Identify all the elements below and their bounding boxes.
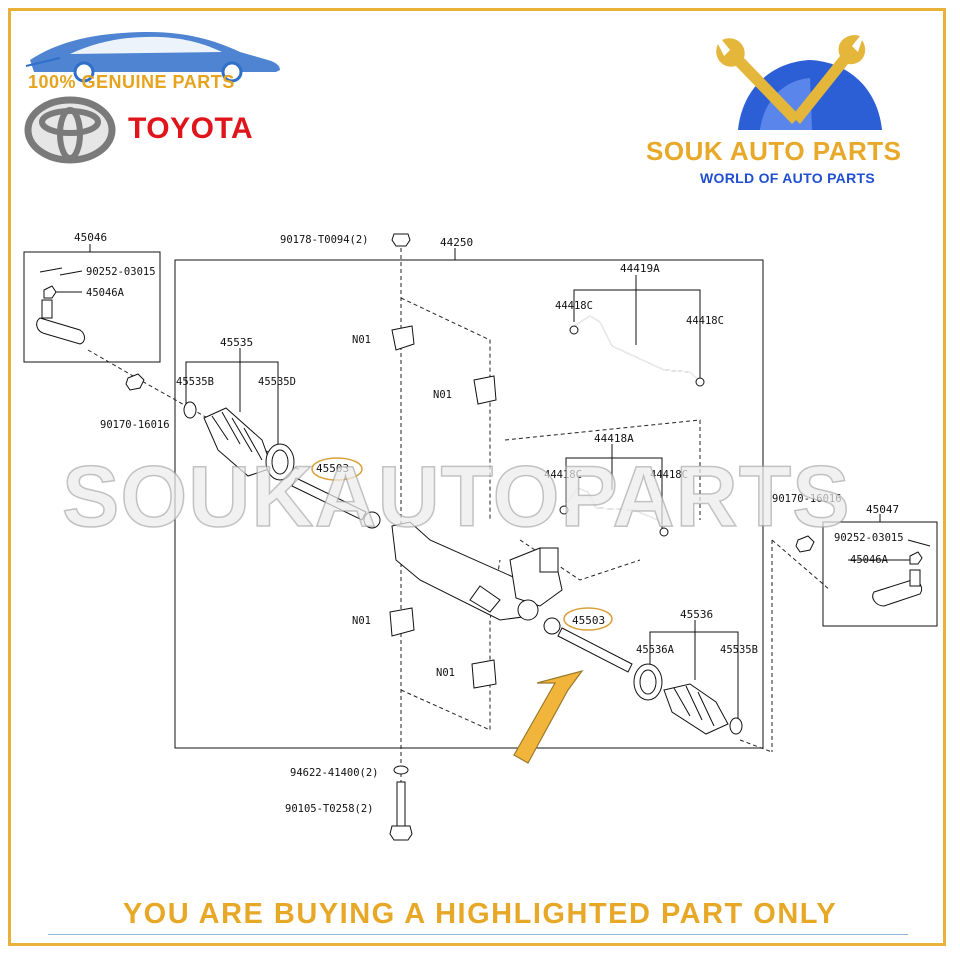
footer-notice: YOU ARE BUYING A HIGHLIGHTED PART ONLY [122,898,838,930]
union-c-label-4: 44418C [650,469,688,481]
callout-lines [56,270,931,720]
mount-icon [389,325,497,689]
nut-upper-right-icon [795,535,815,553]
nut-left-label: 45046A [86,287,125,299]
cotter-pin-right-label: 90252-03015 [834,532,904,544]
union-c-label-3: 44418C [544,469,582,481]
mount-label-2: N01 [433,389,452,401]
tube-set-a-icon [569,315,705,387]
nut-upper-right-label: 90170-16016 [772,493,842,505]
cotter-pin-left-label: 90252-03015 [86,266,156,278]
brand-name: TOYOTA [128,112,254,145]
clamp-right-large-icon [633,663,663,701]
left-tie-rod-end-icon [36,267,85,345]
clamp-right-label: 45535B [720,644,758,656]
clamp-left-label: 45535B [176,376,214,388]
boot-left-icon [203,407,273,477]
mount-label-3: N01 [352,615,371,627]
rack-end-lower-highlight [563,607,613,631]
rack-end-label-upper: 45503 [316,462,349,475]
clamp-left-icon [183,401,197,419]
assembly-label: 44250 [440,236,473,249]
steering-rack-housing-icon [391,521,563,621]
clamp-left-large-label: 45535D [258,376,296,388]
tube-set-b-label: 44418A [594,432,634,445]
highlight-arrow-icon [513,669,584,764]
clamp-right-large-label: 45536A [636,644,675,656]
tie-rod-end-left-label: 45046 [74,231,107,244]
clamp-left-large-icon [265,443,295,481]
rack-end-label-lower: 45503 [572,614,605,627]
boot-right-icon [663,683,729,735]
shop-name: SOUK AUTO PARTS [646,136,902,166]
boot-kit-left-label: 45535 [220,336,253,349]
assembly-box [174,259,764,749]
tube-set-a-label: 44419A [620,262,660,275]
bolt-bottom-label: 90105-T0258(2) [285,803,374,815]
tie-rod-end-right-label: 45047 [866,503,899,516]
washer-bottom-label: 94622-41400(2) [290,767,379,779]
footer-divider [48,934,908,935]
right-tie-rod-end-icon [872,551,923,607]
rack-end-upper-highlight [311,457,363,481]
toyota-emblem-icon [24,96,116,164]
souk-logo-icon [716,35,882,130]
union-c-label-2: 44418C [686,315,724,327]
image-frame [8,8,946,946]
washer-bottom-icon [393,765,409,775]
mount-label-4: N01 [436,667,455,679]
bolt-bottom-icon [389,781,413,841]
clamp-right-icon [729,717,743,735]
rack-end-left-icon [291,477,381,529]
boot-kit-right-label: 45536 [680,608,713,621]
bolt-top-label: 90178-T0094(2) [280,234,369,246]
rack-end-right-icon [543,617,633,673]
genuine-parts-tagline: 100% GENUINE PARTS [28,72,235,92]
shop-tagline: WORLD OF AUTO PARTS [700,170,875,186]
mount-label-1: N01 [352,334,371,346]
nut-lower-left-icon [125,373,145,391]
tube-set-b-icon [559,487,669,537]
bolt-top-icon [391,233,411,247]
car-silhouette-icon [25,32,280,83]
nut-lower-left-label: 90170-16016 [100,419,170,431]
left-tie-rod-end-box [23,251,161,363]
